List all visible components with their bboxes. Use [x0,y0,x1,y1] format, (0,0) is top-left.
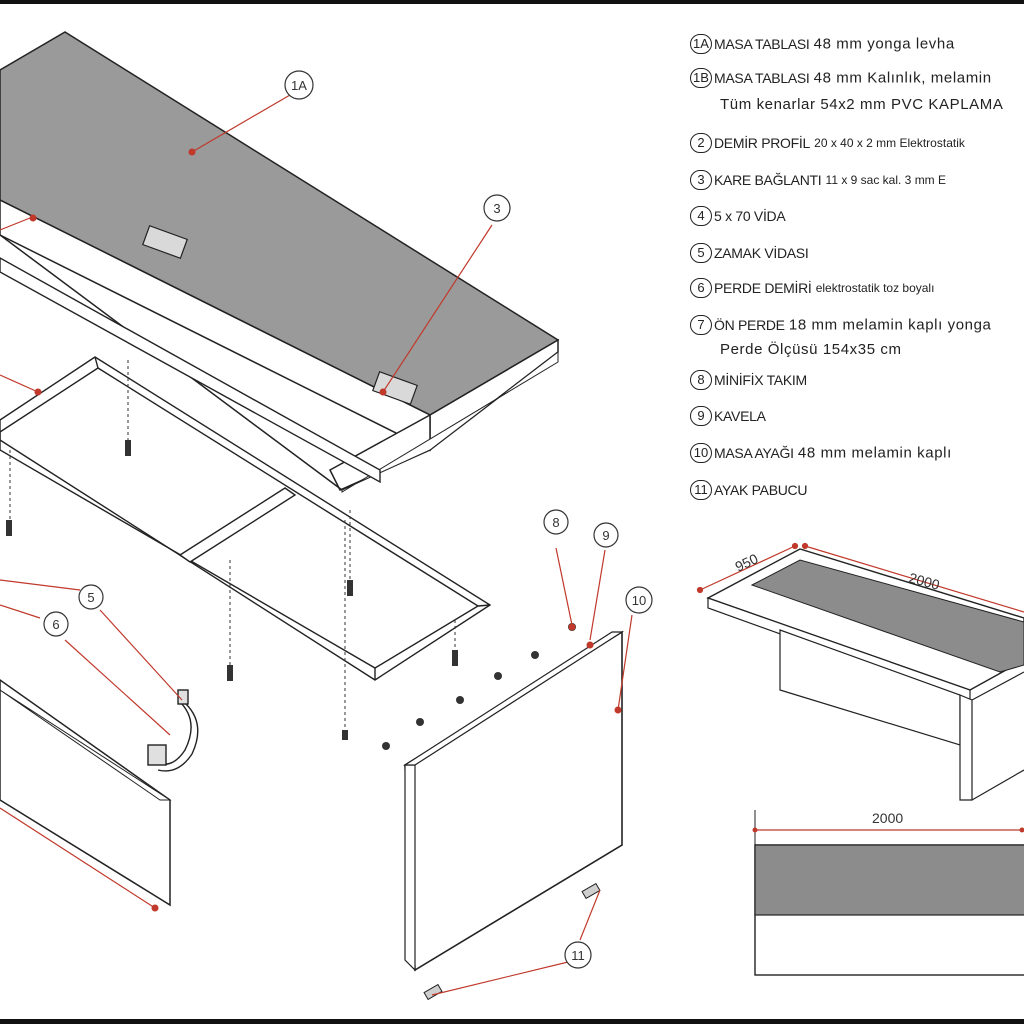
legend-item-7-extra: Perde Ölçüsü 154x35 cm [720,341,902,358]
legend-item-1b-extra: Tüm kenarlar 54x2 mm PVC KAPLAMA [720,96,1004,113]
legend-name: MASA AYAĞI [714,445,794,461]
square-connector-plate [142,224,418,406]
legend-name: MASA TABLASI [714,36,810,52]
legend-number: 4 [690,206,712,226]
preview-dimensions [696,542,1024,613]
legend-name: MİNİFİX TAKIM [714,372,807,388]
legend-name: DEMİR PROFİL [714,135,810,151]
callout-10: 10 [632,593,646,608]
legend-number: 7 [690,315,712,335]
legend-name: AYAK PABUCU [714,482,808,498]
preview-desk-3d [706,548,1024,801]
legend-number: 9 [690,406,712,426]
leader-lines [0,94,633,996]
legend-name: KAVELA [714,408,766,424]
legend-detail: 20 x 40 x 2 mm Elektrostatik [814,136,965,150]
legend-number: 11 [690,480,712,500]
legend-number: 1B [690,68,712,88]
legend-name: ZAMAK VİDASI [714,245,809,261]
front-panel [0,679,172,907]
dim-top-length: 2000 [907,569,941,593]
legend-name: KARE BAĞLANTI [714,172,822,188]
legend-name: ÖN PERDE [714,317,785,333]
metal-frame [0,257,492,681]
legend-number: 8 [690,370,712,390]
front-elevation [752,810,1024,976]
legend-number: 6 [690,278,712,298]
legend-number: 5 [690,243,712,263]
callout-1a: 1A [291,78,307,93]
callout-11: 11 [571,948,585,963]
legend-detail: 48 mm melamin kaplı [797,444,952,462]
legend-number: 10 [690,443,712,463]
dim-top-width: 950 [733,550,761,574]
callout-5: 5 [87,590,94,605]
legend-detail: elektrostatik toz boyalı [815,281,935,295]
callout-6: 6 [52,617,59,632]
legend-detail: 18 mm melamin kaplı yonga [788,316,992,334]
legend-name: 5 x 70 VİDA [714,208,786,224]
callout-8: 8 [552,515,559,530]
legend-name: MASA TABLASI [714,70,810,86]
legend-number: 1A [690,34,712,54]
callout-9: 9 [602,528,609,543]
legend-name: PERDE DEMİRİ [714,280,812,296]
legend-detail: 48 mm yonga levha [813,35,955,53]
dim-front-length: 2000 [872,810,903,826]
legend-detail: 48 mm Kalınlık, melamin [813,69,992,87]
legend-detail: 11 x 9 sac kal. 3 mm E [825,173,947,187]
callout-bubbles [43,70,653,969]
table-leg-panel [402,630,625,972]
curtain-bracket [147,689,199,772]
leader-dots [29,148,622,912]
screw-icons [6,440,458,740]
table-top-panel [0,31,560,493]
legend-number: 2 [690,133,712,153]
legend-number: 3 [690,170,712,190]
callout-3: 3 [493,201,500,216]
foot-pad-icons [423,882,601,1001]
